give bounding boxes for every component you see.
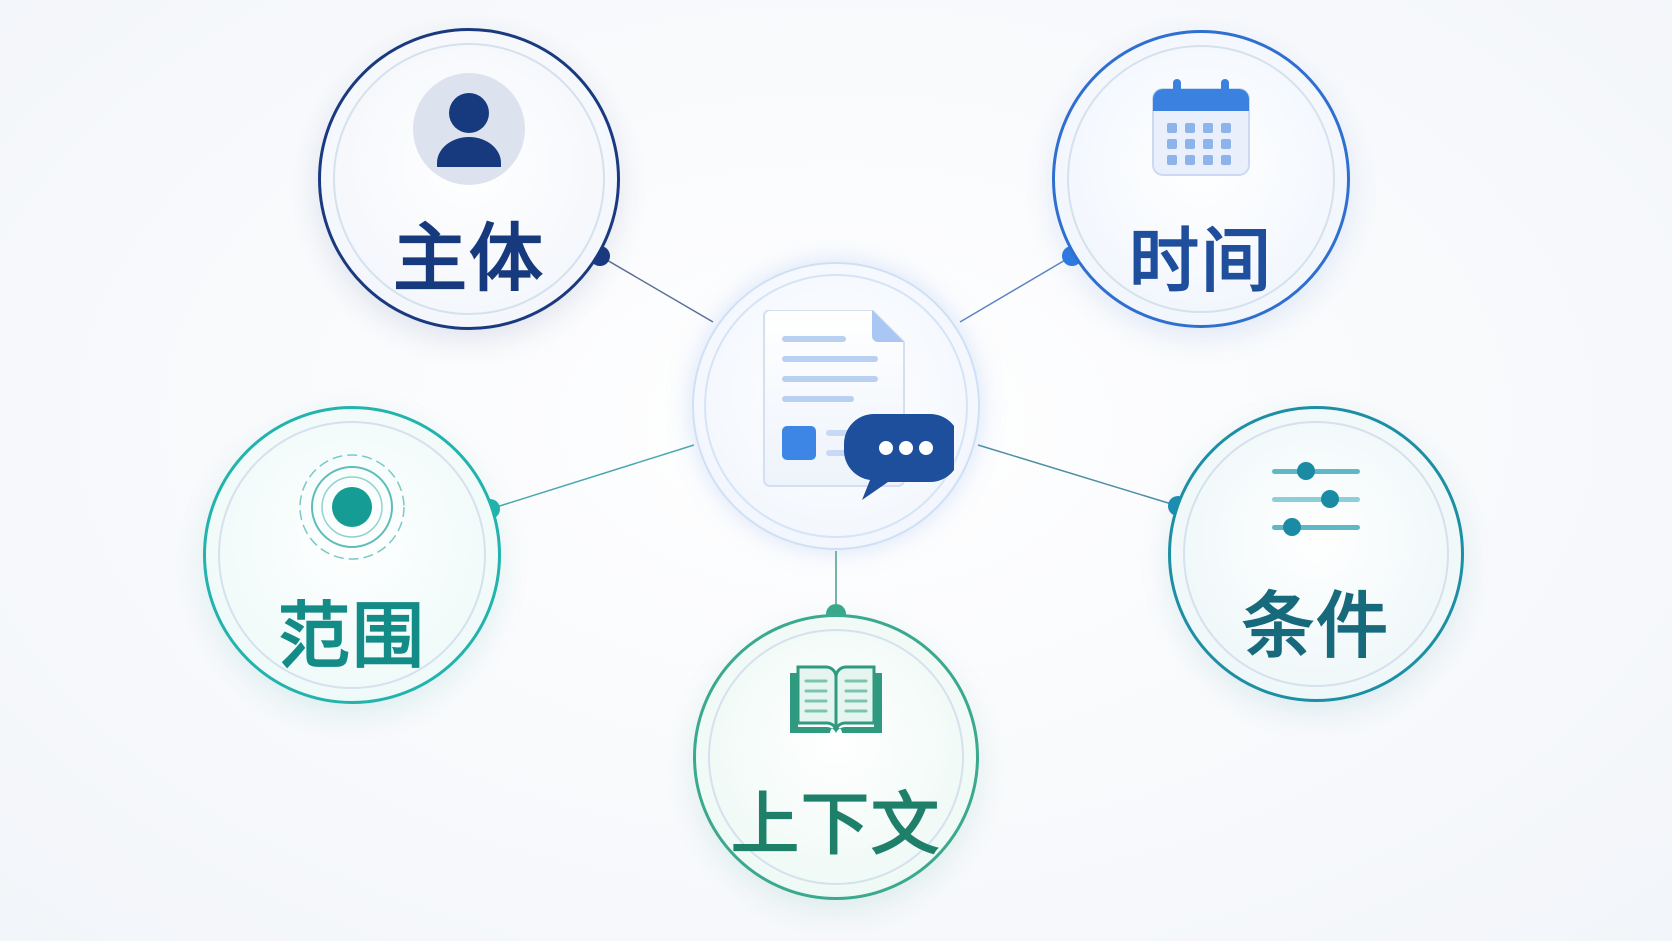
sliders-icon [1272, 462, 1360, 536]
center-node [692, 262, 980, 550]
connector-subject [599, 255, 714, 323]
node-context-ring [708, 629, 964, 885]
node-scope-label: 范围 [277, 594, 426, 678]
node-subject: 主体 [318, 28, 620, 330]
connector-condition [977, 444, 1179, 507]
node-condition-label: 条件 [1241, 584, 1390, 668]
document-chat-icon [763, 310, 954, 500]
target-icon [299, 454, 405, 560]
node-subject-ring [333, 43, 605, 315]
calendar-icon [1152, 79, 1250, 176]
connector-scope [489, 444, 695, 510]
node-time-ring [1067, 45, 1335, 313]
node-scope: 范围 [203, 406, 501, 704]
node-subject-label: 主体 [393, 216, 545, 302]
center-inner-ring [704, 274, 968, 538]
node-time-label: 时间 [1129, 220, 1273, 302]
node-condition-ring [1183, 421, 1449, 687]
node-scope-ring [218, 421, 486, 689]
open-book-icon [790, 665, 882, 733]
node-context-label: 上下文 [730, 786, 941, 865]
node-context: 上下文 [693, 614, 979, 900]
user-icon [413, 73, 525, 185]
node-time: 时间 [1052, 30, 1350, 328]
connector-time [959, 255, 1073, 323]
node-condition: 条件 [1168, 406, 1464, 702]
